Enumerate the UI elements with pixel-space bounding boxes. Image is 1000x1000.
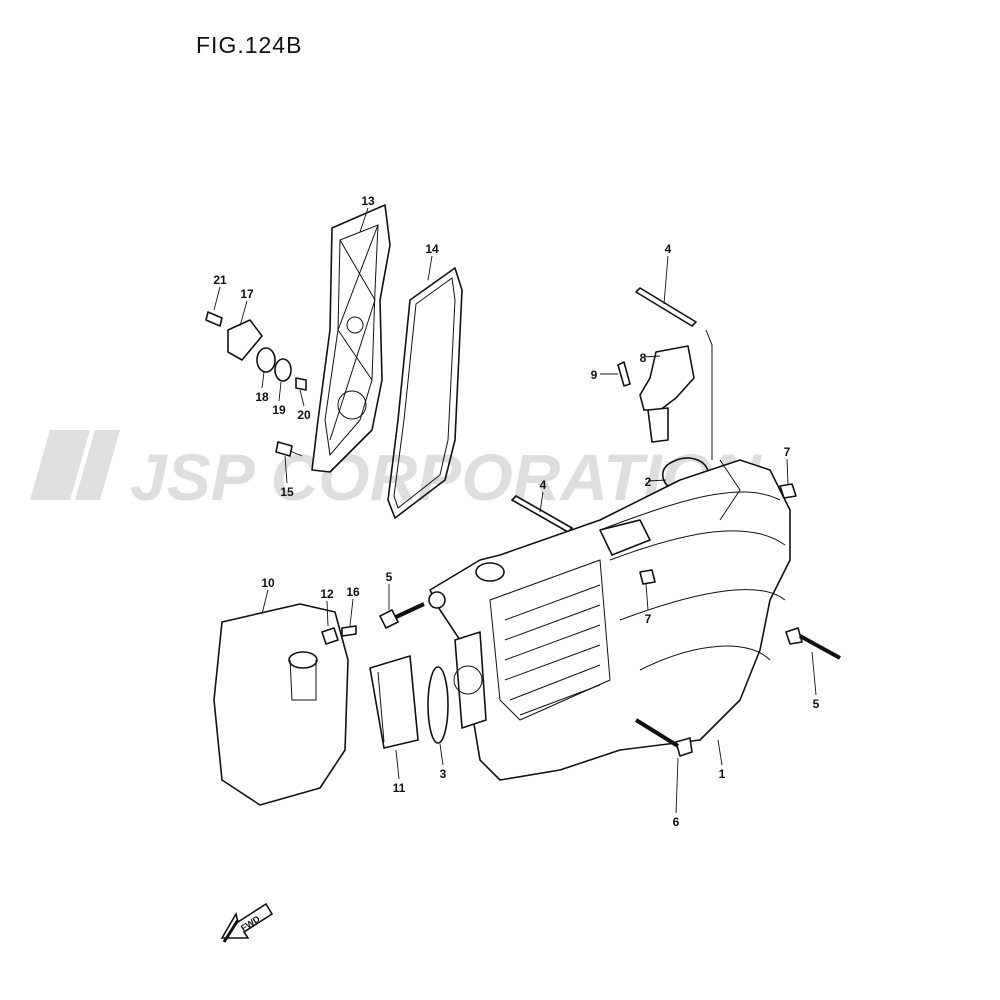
- part-14-gasket: [387, 267, 463, 519]
- callout-17: 17: [240, 287, 254, 301]
- callout-13: 13: [361, 194, 375, 208]
- callout-1: 1: [719, 767, 726, 781]
- part-13-cover: [311, 204, 391, 473]
- leader-lines: [213, 207, 817, 814]
- sensor-group: [511, 287, 713, 533]
- callout-9: 9: [591, 368, 598, 382]
- callout-5: 5: [813, 697, 820, 711]
- left-housing-parts: [213, 603, 449, 806]
- part-1-intake-manifold: [428, 459, 791, 781]
- callout-8: 8: [640, 351, 647, 365]
- fwd-arrow-icon: FWD: [220, 902, 274, 943]
- callout-11: 11: [393, 781, 406, 795]
- callout-12: 12: [320, 587, 334, 601]
- figure-title: FIG.124B: [196, 32, 303, 58]
- callout-6: 6: [673, 815, 680, 829]
- callout-20: 20: [297, 408, 311, 422]
- callout-2: 2: [645, 475, 652, 489]
- callout-18: 18: [255, 390, 269, 404]
- callout-14: 14: [425, 242, 439, 256]
- callout-7: 7: [645, 612, 652, 626]
- callout-16: 16: [346, 585, 360, 599]
- small-parts-left: [205, 311, 307, 457]
- callout-3: 3: [440, 767, 447, 781]
- callout-4: 4: [540, 478, 547, 492]
- bolts: [379, 483, 841, 757]
- callout-15: 15: [280, 485, 294, 499]
- callout-labels: 13 14 21 17 18 19 20 15 4 8 9 7 2 4 10 1…: [213, 194, 819, 829]
- callout-10: 10: [261, 576, 275, 590]
- callout-21: 21: [213, 273, 227, 287]
- callout-19: 19: [272, 403, 286, 417]
- callout-5: 5: [386, 570, 393, 584]
- callout-7: 7: [784, 445, 791, 459]
- callout-4: 4: [665, 242, 672, 256]
